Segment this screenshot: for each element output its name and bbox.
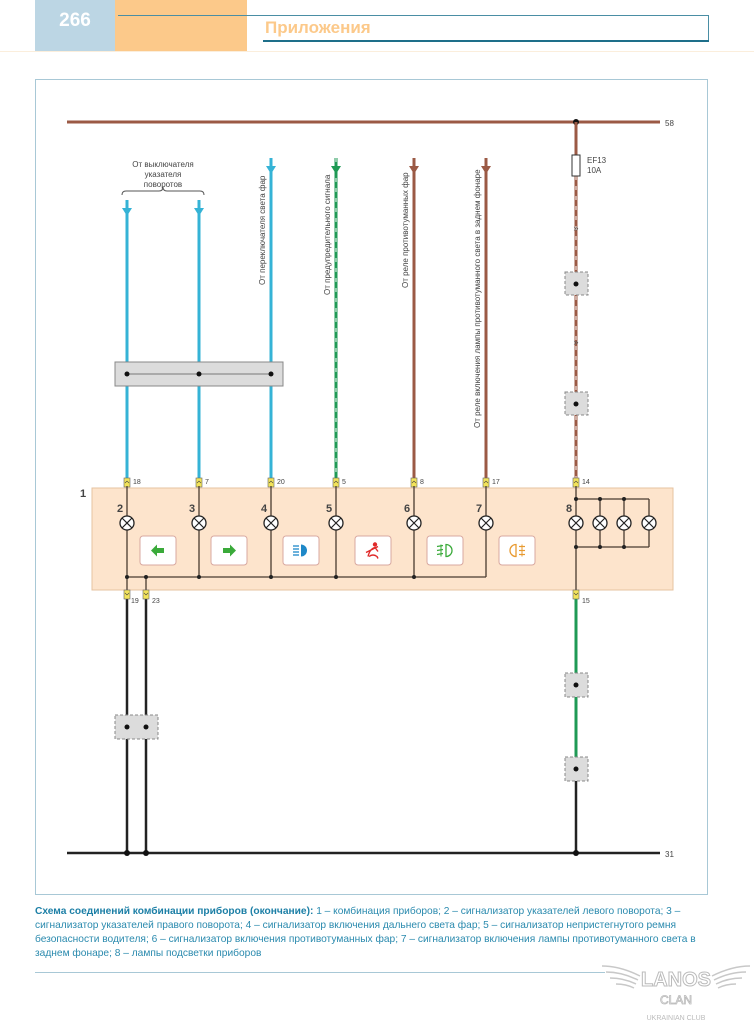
- caption-divider: [35, 972, 605, 973]
- lamp-number: 8: [566, 503, 572, 515]
- illumination-lamp: [641, 515, 657, 531]
- diagram-frame: [35, 79, 708, 895]
- ground-junction: [124, 850, 130, 856]
- logo-sub: CLAN: [660, 993, 692, 1007]
- pin-top-20: 20: [267, 477, 285, 488]
- connector-block-feed-1: [564, 271, 589, 296]
- header-divider: [0, 51, 754, 52]
- connector-block-feed-2: [564, 391, 589, 416]
- section-title: Приложения: [265, 18, 371, 37]
- lamp-8: 8: [566, 503, 584, 531]
- lamp-5: 5: [326, 503, 344, 531]
- pin-top-18: 18: [123, 477, 141, 488]
- wire-left-turn: [122, 200, 132, 480]
- fuse-name: EF13: [587, 156, 607, 165]
- high-beam-icon: [282, 535, 320, 566]
- pin-label: 5: [342, 479, 346, 486]
- bus-31-label: 31: [665, 850, 674, 859]
- ground-junction: [143, 850, 149, 856]
- lamp-4: 4: [261, 503, 279, 531]
- component-label: 1: [80, 488, 86, 500]
- caption-text: 1 – комбинация приборов; 2 – сигнализато…: [35, 906, 696, 959]
- lamp-6: 6: [404, 503, 422, 531]
- pin-top-14: 14: [572, 477, 590, 488]
- wire-headlight-switch: [266, 158, 276, 480]
- fog-relay-label: От реле противотуманных фар: [401, 172, 410, 288]
- wiring-diagram: 1 58 31 От выключателя указателя поворот…: [67, 119, 674, 859]
- pin-bottom-19: 19: [123, 589, 139, 605]
- pin-label: 18: [133, 479, 141, 486]
- left-turn-arrow-icon: [139, 535, 177, 566]
- front-fog-icon: [426, 535, 464, 566]
- wire-fog-relay: [409, 158, 419, 480]
- lamp-2: 2: [117, 503, 135, 531]
- lamp-number: 6: [404, 503, 410, 515]
- pin-label: 17: [492, 479, 500, 486]
- pin-label: 23: [152, 598, 160, 605]
- page-number: 266: [59, 10, 91, 31]
- connector-block-return-1: [564, 672, 589, 698]
- pin-label: 8: [420, 479, 424, 486]
- pin-top-17: 17: [482, 477, 500, 488]
- pin-top-7: 7: [195, 477, 209, 488]
- connector-chevron-icon: »: [573, 337, 578, 347]
- pin-label: 19: [131, 598, 139, 605]
- header-rule-right: [708, 15, 709, 42]
- rear-fog-relay-label: От реле включения лампы противотуманного…: [473, 169, 482, 428]
- connector-chevron-icon: »: [573, 223, 578, 233]
- pin-label: 20: [277, 479, 285, 486]
- caption-title: Схема соединений комбинации приборов (ок…: [35, 906, 314, 917]
- lamp-number: 7: [476, 503, 482, 515]
- pin-label: 15: [582, 598, 590, 605]
- seatbelt-icon: [354, 535, 392, 566]
- connector-block-return-2: [564, 756, 589, 782]
- logo-tagline: UKRAINIAN CLUB: [647, 1015, 706, 1022]
- lamp-number: 4: [261, 503, 268, 515]
- illumination-lamp: [592, 515, 608, 531]
- warning-signal-label: От предупредительного сигнала: [323, 174, 332, 295]
- header-rule-bottom: [263, 40, 709, 42]
- pin-label: 14: [582, 479, 590, 486]
- lamp-number: 2: [117, 503, 123, 515]
- lanos-clan-logo: LANOS CLAN UKRAINIAN CLUB: [601, 965, 751, 1022]
- figure-caption: Схема соединений комбинации приборов (ок…: [35, 905, 710, 961]
- turn-switch-label-1: От выключателя: [132, 160, 193, 169]
- pin-top-8: 8: [410, 477, 424, 488]
- lamp-7: 7: [476, 503, 494, 531]
- pin-bottom-15: 15: [572, 589, 590, 605]
- header-page-tab: [35, 0, 115, 51]
- ground-junction: [573, 850, 579, 856]
- internal-junctions: [125, 497, 626, 579]
- lamp-3: 3: [189, 503, 207, 531]
- pin-top-5: 5: [332, 477, 346, 488]
- turn-switch-label-3: поворотов: [144, 180, 182, 189]
- right-turn-arrow-icon: [210, 535, 248, 566]
- rear-fog-icon: [498, 535, 536, 566]
- fuse-rating: 10A: [587, 166, 602, 175]
- internal-wiring: [126, 486, 650, 594]
- wire-right-turn: [194, 200, 204, 480]
- wire-warning-signal: [331, 158, 341, 480]
- pin-bottom-23: 23: [142, 589, 160, 605]
- header-rule-top: [118, 15, 709, 16]
- lamp-number: 5: [326, 503, 332, 515]
- lamp-number: 3: [189, 503, 195, 515]
- connector-block-turn: [114, 361, 284, 387]
- fuse-ef13: [571, 154, 581, 177]
- turn-switch-brace: [121, 186, 205, 196]
- header-accent-block: [115, 0, 247, 51]
- connector-block-ground: [114, 714, 159, 740]
- headlight-switch-label: От переключателя света фар: [258, 175, 267, 285]
- bus-58-label: 58: [665, 119, 674, 128]
- logo-brand: LANOS: [641, 969, 711, 991]
- turn-switch-label-2: указателя: [145, 170, 182, 179]
- illumination-lamp: [616, 515, 632, 531]
- pin-label: 7: [205, 479, 209, 486]
- wire-rear-fog-relay: [481, 158, 491, 480]
